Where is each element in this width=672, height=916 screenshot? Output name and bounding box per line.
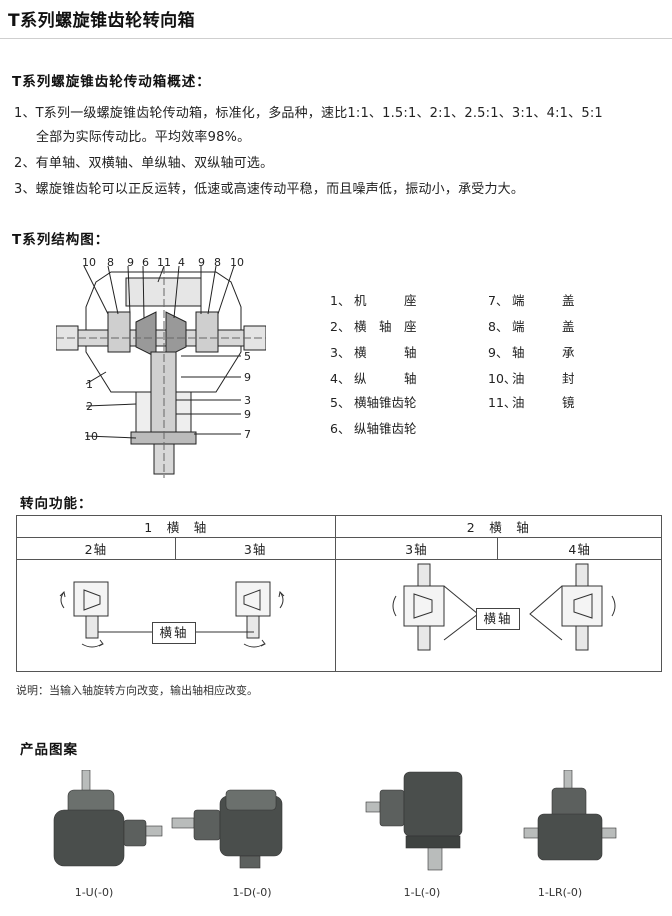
steering-box-label-2: 横轴 bbox=[476, 608, 520, 630]
callout-right-1: 5 bbox=[244, 350, 251, 363]
product-1-lr-image bbox=[523, 770, 617, 861]
legend-item: 4、纵 轴 bbox=[330, 371, 417, 386]
steering-heading: 转向功能： bbox=[20, 496, 93, 512]
products-heading: 产品图案 bbox=[20, 742, 78, 758]
callout-top-3: 9 bbox=[127, 256, 134, 269]
callout-top-2: 8 bbox=[107, 256, 114, 269]
callout-top-4: 6 bbox=[142, 256, 149, 269]
legend-item: 7、端 盖 bbox=[488, 293, 575, 308]
legend-item: 6、纵轴锥齿轮 bbox=[330, 421, 417, 436]
callout-right-3: 3 bbox=[244, 394, 251, 407]
legend-item: 8、端 盖 bbox=[488, 319, 575, 334]
callout-right-4: 9 bbox=[244, 408, 251, 421]
gearbox-4-axis-icon bbox=[529, 563, 616, 651]
callout-top-9: 10 bbox=[230, 256, 244, 269]
callout-right-5: 7 bbox=[244, 428, 251, 441]
callout-top-6: 4 bbox=[178, 256, 185, 269]
product-1-l-image bbox=[365, 771, 463, 871]
product-caption: 1-U(-0) bbox=[74, 886, 114, 899]
callout-top-7: 9 bbox=[198, 256, 205, 269]
steering-group-2: 2 横 轴 bbox=[334, 515, 662, 538]
legend-item: 10、油 封 bbox=[488, 371, 575, 386]
overview-item-2: 2、有单轴、双横轴、单纵轴、双纵轴可选。 bbox=[14, 156, 274, 171]
product-caption: 1-LR(-0) bbox=[537, 886, 583, 899]
legend-item: 1、机 座 bbox=[330, 293, 417, 308]
product-1-d-image bbox=[171, 789, 283, 869]
callout-left-3: 10 bbox=[84, 430, 98, 443]
steering-table: 1 横 轴 2 横 轴 2轴 3轴 3轴 4轴 bbox=[16, 515, 662, 672]
callout-top-1: 10 bbox=[82, 256, 96, 269]
overview-item-3: 3、螺旋锥齿轮可以正反运转，低速或高速传动平稳，而且噪声低，振动小，承受力大。 bbox=[14, 182, 525, 197]
steering-cell-1 bbox=[16, 559, 336, 672]
callout-left-2: 2 bbox=[86, 400, 93, 413]
gearbox-3-axis-vertical-icon bbox=[392, 563, 479, 651]
legend-item: 5、横轴锥齿轮 bbox=[330, 395, 417, 410]
overview-item-1: 1、T系列一级螺旋锥齿轮传动箱，标准化，多品种，速比1:1、1.5:1、2:1、… bbox=[14, 106, 603, 121]
steering-col-b: 3轴 bbox=[174, 537, 336, 560]
overview-item-1-cont: 全部为实际传动比。平均效率98%。 bbox=[36, 130, 251, 145]
product-1-u-image bbox=[53, 770, 163, 867]
callout-right-2: 9 bbox=[244, 371, 251, 384]
legend-item: 9、轴 承 bbox=[488, 345, 575, 360]
steering-diagrams bbox=[59, 563, 616, 651]
steering-col-c: 3轴 bbox=[334, 537, 499, 560]
overview-heading: T系列螺旋锥齿轮传动箱概述： bbox=[12, 74, 211, 90]
product-caption: 1-L(-0) bbox=[403, 886, 441, 899]
steering-note: 说明：当输入轴旋转方向改变，输出轴相应改变。 bbox=[16, 684, 258, 697]
structure-heading: T系列结构图： bbox=[12, 232, 110, 248]
legend-item: 3、横 轴 bbox=[330, 345, 417, 360]
title-divider bbox=[0, 38, 672, 39]
steering-group-1: 1 横 轴 bbox=[16, 515, 336, 538]
gearbox-2-axis-icon bbox=[59, 581, 109, 648]
steering-col-d: 4轴 bbox=[497, 537, 662, 560]
steering-col-a: 2轴 bbox=[16, 537, 176, 560]
structure-diagram bbox=[56, 265, 266, 478]
product-images bbox=[53, 770, 617, 871]
product-caption: 1-D(-0) bbox=[232, 886, 272, 899]
legend-item: 11、油 镜 bbox=[488, 395, 575, 410]
steering-box-label-1: 横轴 bbox=[152, 622, 196, 644]
callout-top-5: 11 bbox=[157, 256, 171, 269]
legend-item: 2、横 轴 座 bbox=[330, 319, 417, 334]
callout-left-1: 1 bbox=[86, 378, 93, 391]
callout-top-8: 8 bbox=[214, 256, 221, 269]
page-title: T系列螺旋锥齿轮转向箱 bbox=[8, 11, 196, 31]
gearbox-3-axis-icon bbox=[235, 581, 285, 648]
